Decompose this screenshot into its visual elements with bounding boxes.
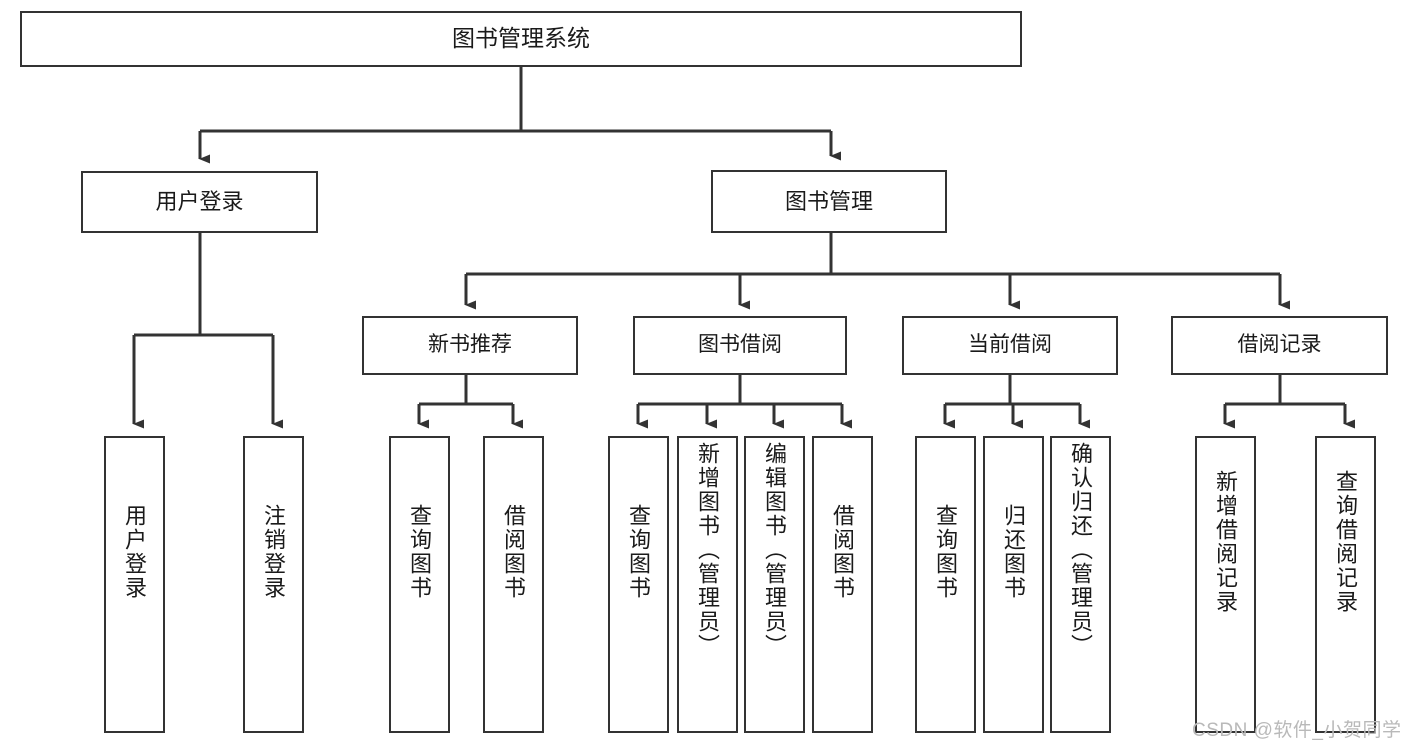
node-current-borrow[interactable]: 当前借阅 xyxy=(902,316,1118,375)
node-leaf-confirm-return[interactable]: 确认归还（管理员） xyxy=(1050,436,1111,733)
node-leaf-add-book[interactable]: 新增图书（管理员） xyxy=(677,436,738,733)
node-borrow-record[interactable]: 借阅记录 xyxy=(1171,316,1388,375)
node-leaf-return-book[interactable]: 归还图书 xyxy=(983,436,1044,733)
node-new-book-recommend-label: 新书推荐 xyxy=(428,333,512,357)
node-user-login-label: 用户登录 xyxy=(155,189,244,215)
node-book-borrow[interactable]: 图书借阅 xyxy=(633,316,847,375)
node-book-management-label: 图书管理 xyxy=(784,188,873,214)
node-leaf-add-record[interactable]: 新增借阅记录 xyxy=(1195,436,1256,733)
node-borrow-record-label: 借阅记录 xyxy=(1237,333,1322,357)
node-leaf-user-login[interactable]: 用户登录 xyxy=(104,436,165,733)
node-root[interactable]: 图书管理系统 xyxy=(20,11,1022,67)
node-leaf-edit-book-label: 编辑图书（管理员） xyxy=(762,442,788,658)
node-leaf-user-login-label: 用户登录 xyxy=(122,504,148,600)
node-leaf-query-book-3[interactable]: 查询图书 xyxy=(915,436,976,733)
node-book-management[interactable]: 图书管理 xyxy=(711,170,947,233)
node-book-borrow-label: 图书借阅 xyxy=(698,333,782,357)
node-root-label: 图书管理系统 xyxy=(452,25,590,52)
node-leaf-add-record-label: 新增借阅记录 xyxy=(1213,470,1239,614)
node-leaf-query-record[interactable]: 查询借阅记录 xyxy=(1315,436,1376,733)
node-leaf-query-record-label: 查询借阅记录 xyxy=(1333,470,1359,614)
node-leaf-borrow-book-2[interactable]: 借阅图书 xyxy=(812,436,873,733)
node-user-login[interactable]: 用户登录 xyxy=(81,171,318,233)
node-leaf-borrow-book-2-label: 借阅图书 xyxy=(830,504,856,600)
node-leaf-borrow-book-1[interactable]: 借阅图书 xyxy=(483,436,544,733)
node-leaf-query-book-2[interactable]: 查询图书 xyxy=(608,436,669,733)
node-new-book-recommend[interactable]: 新书推荐 xyxy=(362,316,578,375)
node-leaf-edit-book[interactable]: 编辑图书（管理员） xyxy=(744,436,805,733)
node-leaf-logout-login[interactable]: 注销登录 xyxy=(243,436,304,733)
node-leaf-confirm-return-label: 确认归还（管理员） xyxy=(1068,442,1094,658)
node-leaf-query-book-2-label: 查询图书 xyxy=(626,504,652,600)
node-leaf-borrow-book-1-label: 借阅图书 xyxy=(501,504,527,600)
node-leaf-query-book-3-label: 查询图书 xyxy=(933,504,959,600)
node-leaf-return-book-label: 归还图书 xyxy=(1001,504,1027,600)
node-leaf-add-book-label: 新增图书（管理员） xyxy=(695,442,721,658)
node-leaf-logout-login-label: 注销登录 xyxy=(261,504,287,600)
node-leaf-query-book-1[interactable]: 查询图书 xyxy=(389,436,450,733)
node-current-borrow-label: 当前借阅 xyxy=(968,333,1052,357)
node-leaf-query-book-1-label: 查询图书 xyxy=(407,504,433,600)
